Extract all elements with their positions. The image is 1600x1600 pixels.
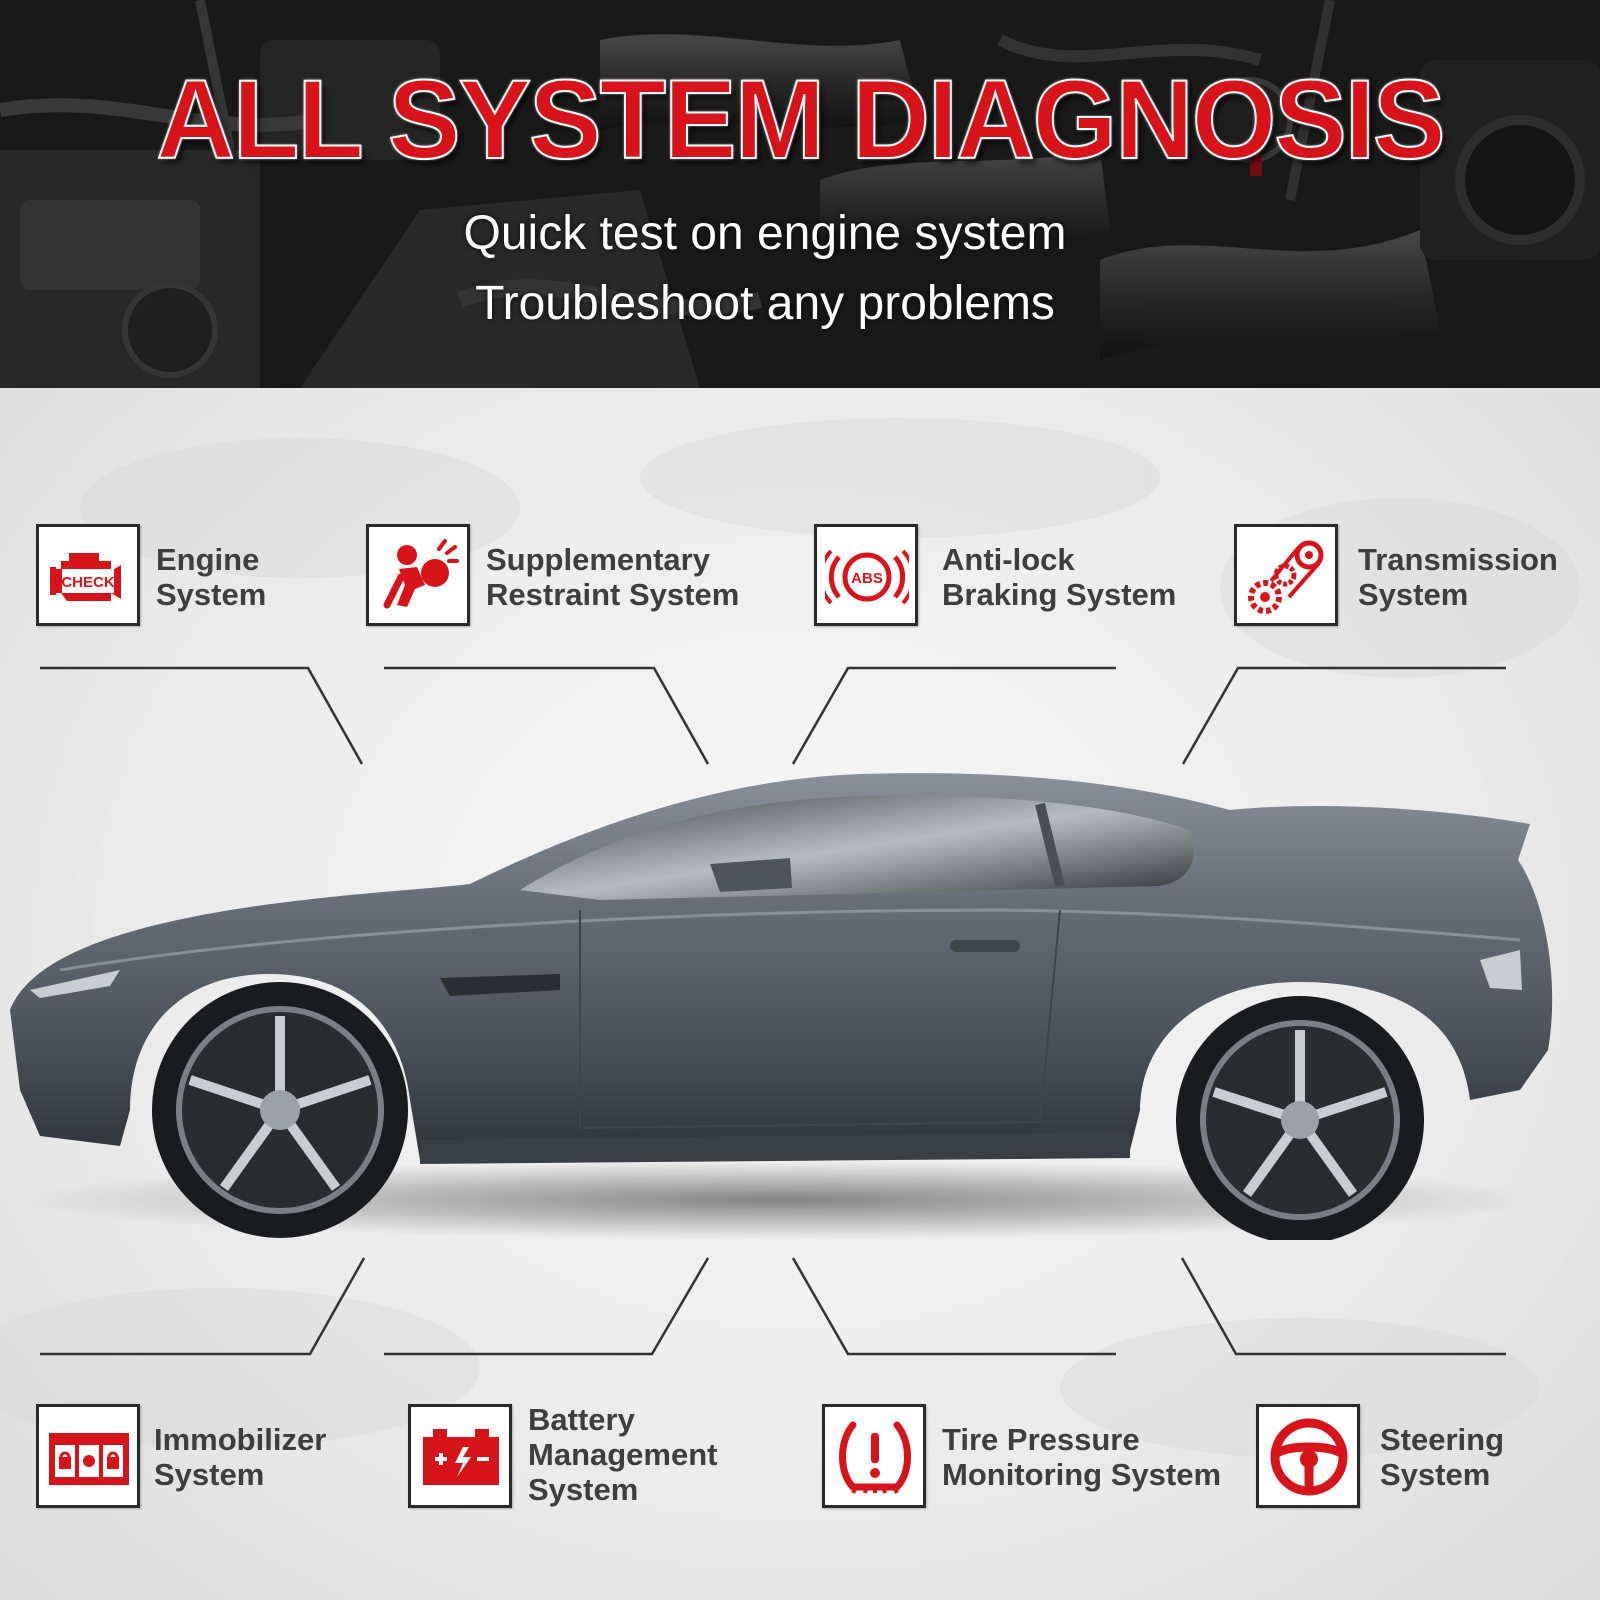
transmission-icon-box <box>1234 524 1338 626</box>
immobilizer-label-line2: System <box>154 1457 265 1492</box>
sports-car-image <box>10 773 1553 1240</box>
tire-pressure-icon <box>839 1421 911 1494</box>
connector-transmission <box>1181 666 1506 765</box>
tpms-label: Tire Pressure Monitoring System <box>942 1422 1221 1492</box>
steering-label: Steering System <box>1380 1422 1504 1492</box>
steering-label-line1: Steering <box>1380 1422 1505 1457</box>
battery-label-line1: Battery <box>528 1402 635 1437</box>
engine-icon-box: CHECK <box>36 524 140 626</box>
engine-label: Engine System <box>156 542 266 612</box>
front-wheel <box>152 982 408 1238</box>
page-title: ALL SYSTEM DIAGNOSIS <box>155 57 1446 182</box>
rear-wheel <box>1176 996 1424 1240</box>
connector-tpms <box>791 1257 1116 1356</box>
engine-label-line1: Engine <box>156 542 260 577</box>
connector-immobilizer <box>40 1257 366 1356</box>
srs-label-line1: Supplementary <box>486 542 710 577</box>
subtitle-line-1: Quick test on engine system <box>463 207 1067 260</box>
abs-icon-box: ABS <box>814 524 918 626</box>
airbag-icon <box>383 539 459 609</box>
header-banner: ALL SYSTEM DIAGNOSIS Quick test on engin… <box>0 0 1600 388</box>
connector-steering <box>1180 1257 1506 1356</box>
steering-wheel-icon <box>1270 1418 1348 1496</box>
connector-battery <box>384 1257 710 1356</box>
connector-lines <box>40 666 1506 1356</box>
abs-label: Anti-lock Braking System <box>942 542 1176 612</box>
transmission-label: Transmission System <box>1358 542 1558 612</box>
battery-label-line2: Management <box>528 1437 718 1472</box>
subtitle-line-2: Troubleshoot any problems <box>475 277 1055 330</box>
steering-label-line2: System <box>1380 1457 1491 1492</box>
immobilizer-icon-box <box>36 1404 140 1508</box>
tpms-label-line1: Tire Pressure <box>942 1422 1140 1457</box>
immobilizer-label-line1: Immobilizer <box>154 1422 327 1457</box>
connector-abs <box>791 666 1116 765</box>
check-engine-icon: CHECK <box>50 553 121 601</box>
battery-label-line3: System <box>528 1472 639 1507</box>
abs-label-line2: Braking System <box>942 577 1177 612</box>
srs-label-line2: Restraint System <box>486 577 740 612</box>
engine-background-image <box>0 0 1600 388</box>
connector-engine <box>40 666 364 765</box>
tpms-icon-box <box>822 1404 926 1508</box>
battery-label: Battery Management System <box>528 1402 717 1507</box>
transmission-label-line1: Transmission <box>1358 542 1558 577</box>
abs-label-line1: Anti-lock <box>942 542 1075 577</box>
transmission-gears-icon <box>1248 540 1324 614</box>
srs-label: Supplementary Restraint System <box>486 542 739 612</box>
tpms-label-line2: Monitoring System <box>942 1457 1222 1492</box>
engine-label-line2: System <box>156 577 267 612</box>
srs-icon-box <box>366 524 470 626</box>
immobilizer-label: Immobilizer System <box>154 1422 326 1492</box>
battery-icon-box <box>408 1404 512 1508</box>
steering-icon-box <box>1256 1404 1360 1508</box>
abs-icon-text: ABS <box>851 570 883 587</box>
check-engine-icon-text: CHECK <box>61 574 115 591</box>
battery-icon <box>423 1429 499 1485</box>
transmission-label-line2: System <box>1358 577 1469 612</box>
main-panel: CHECK Engine System Supplementary Restra… <box>0 388 1600 1600</box>
abs-icon: ABS <box>825 549 909 605</box>
immobilizer-lock-icon <box>49 1433 129 1485</box>
connector-srs <box>384 666 710 765</box>
